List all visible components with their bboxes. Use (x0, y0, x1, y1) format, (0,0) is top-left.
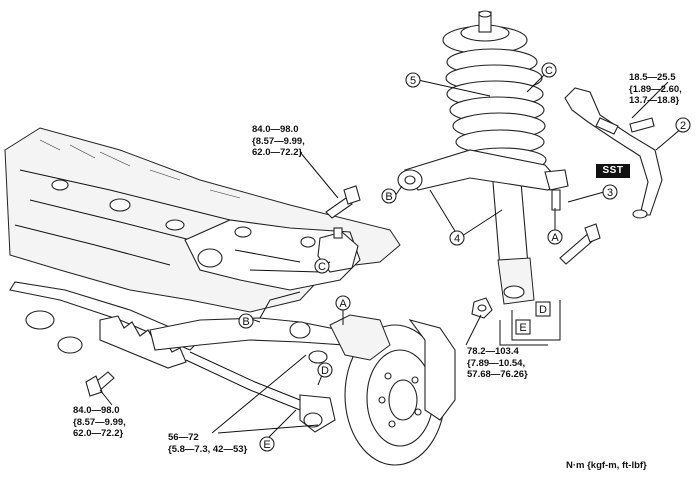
stabilizer-link (564, 87, 663, 219)
svg-text:E: E (519, 322, 526, 334)
callout-c-left: C (314, 258, 330, 274)
units-note: N·m {kgf-m, ft-lbf} (566, 460, 647, 471)
torque-spec-lower-left: 84.0—98.0 {8.57—9.99, 62.0—72.2} (73, 405, 126, 439)
callout-b-right: B (381, 188, 397, 204)
svg-text:3: 3 (607, 187, 613, 199)
svg-text:D: D (321, 365, 329, 377)
lower-left-bolt (85, 371, 115, 397)
callout-a-left: A (335, 295, 351, 311)
knuckle-nut (471, 297, 493, 319)
brake-rotor (299, 314, 456, 466)
sst-badge: SST (596, 164, 630, 178)
callout-a-right: A (547, 229, 563, 245)
upper-arm (397, 149, 569, 211)
svg-text:D: D (539, 304, 547, 316)
svg-text:4: 4 (454, 233, 460, 245)
upper-mount-bolt (325, 185, 361, 219)
bracket-e (499, 320, 548, 346)
callout-e-right: E (515, 319, 531, 335)
callout-d-right: D (535, 301, 551, 317)
bracket-d (511, 300, 561, 341)
subframe (4, 127, 401, 313)
svg-text:A: A (551, 232, 559, 244)
torque-spec-knuckle-nut: 78.2—103.4 {7.89—10.54, 57.68—76.26} (467, 346, 528, 380)
callout-2: 2 (675, 117, 691, 133)
svg-text:2: 2 (680, 120, 686, 132)
callout-5: 5 (405, 72, 421, 88)
knuckle-bolt (559, 223, 601, 265)
callout-c-top: C (541, 62, 557, 78)
callout-b-left: B (238, 313, 254, 329)
callout-3: 3 (602, 184, 618, 200)
callout-e-left: E (259, 436, 275, 452)
svg-text:5: 5 (410, 75, 416, 87)
svg-text:C: C (545, 65, 553, 77)
svg-text:B: B (385, 191, 392, 203)
torque-spec-link-bolt: 18.5—25.5 {1.89—2.60, 13.7—18.8} (629, 72, 682, 106)
callout-4: 4 (449, 230, 465, 246)
svg-text:B: B (242, 316, 249, 328)
svg-text:E: E (263, 439, 270, 451)
torque-spec-lower-mid: 56—72 {5.8—7.3, 42—53} (168, 432, 248, 455)
svg-text:A: A (339, 298, 347, 310)
torque-spec-upper-mount: 84.0—98.0 {8.57—9.99, 62.0—72.2} (252, 124, 305, 158)
callout-d-left: D (317, 362, 333, 378)
svg-text:C: C (318, 261, 326, 273)
leader-lines (99, 73, 683, 439)
